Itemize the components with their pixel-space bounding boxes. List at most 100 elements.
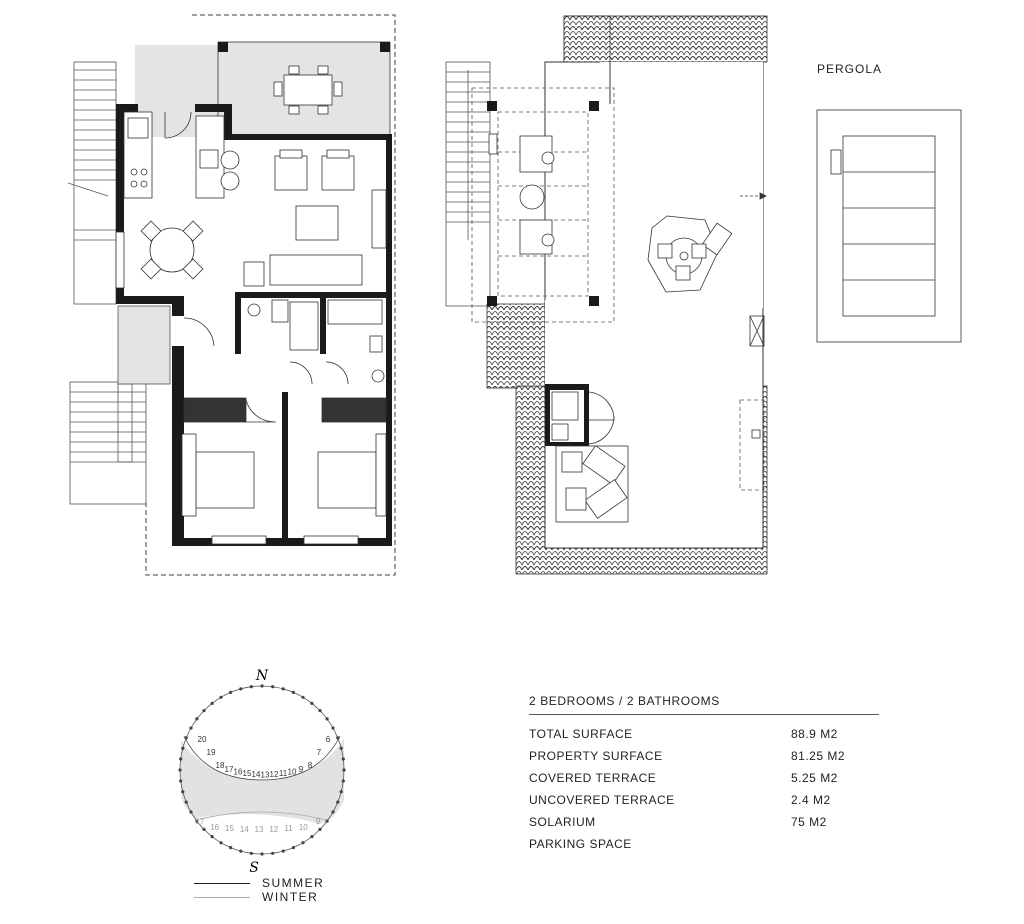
- sun-ring-dot: [260, 852, 264, 856]
- hour-label: 18: [216, 761, 225, 770]
- spec-label: COVERED TERRACE: [529, 771, 657, 785]
- sun-legend: SUMMER WINTER: [194, 876, 324, 904]
- spec-value: 2.4 M2: [791, 793, 831, 807]
- sun-ring-dot: [291, 846, 295, 850]
- sun-ring-dot: [181, 790, 185, 794]
- legend-winter: WINTER: [194, 890, 324, 904]
- sun-ring-dot: [239, 687, 243, 691]
- hour-label: 12: [270, 770, 279, 779]
- summer-winter-band: [180, 738, 344, 824]
- legend-summer: SUMMER: [194, 876, 324, 890]
- solarium-plan: [445, 15, 962, 575]
- spec-value: 75 M2: [791, 815, 827, 829]
- hour-label: 14: [252, 770, 261, 779]
- sun-ring-dot: [249, 851, 253, 855]
- hour-label: 9: [316, 817, 321, 826]
- sun-ring-dot: [325, 717, 329, 721]
- sun-ring-dot: [219, 695, 223, 699]
- hour-label: 15: [225, 824, 234, 833]
- hour-label: 17: [225, 765, 234, 774]
- sun-ring-dot: [210, 835, 214, 839]
- hour-label: 16: [210, 823, 219, 832]
- hour-label: 17: [196, 817, 205, 826]
- sun-ring-dot: [249, 685, 253, 689]
- sun-ring-dot: [179, 757, 183, 761]
- sun-ring-dot: [202, 827, 206, 832]
- legend-winter-label: WINTER: [262, 890, 319, 904]
- spec-label: TOTAL SURFACE: [529, 727, 633, 741]
- sun-ring-dot: [271, 851, 275, 855]
- bedrooms: [181, 317, 387, 545]
- shower-point: [740, 192, 767, 347]
- dining-set: [140, 220, 204, 280]
- pergola-detail: [816, 109, 962, 343]
- sun-ring-dot: [229, 690, 233, 695]
- roof-tiles-mid: [486, 303, 546, 389]
- spec-row: PARKING SPACE: [529, 833, 879, 855]
- left-staircase: [67, 61, 117, 305]
- entry-landing: [117, 305, 171, 385]
- laundry-room: [545, 384, 615, 446]
- pergola-title: PERGOLA: [817, 62, 883, 76]
- sun-ring-dot: [301, 695, 305, 699]
- hour-label: 16: [234, 767, 243, 776]
- hour-label: 6: [326, 735, 331, 744]
- sun-ring-dot: [202, 709, 206, 713]
- sun-ring-dot: [318, 709, 322, 713]
- hour-label: 9: [299, 765, 304, 774]
- sun-ring-dot: [339, 790, 343, 794]
- kitchen: [123, 111, 240, 199]
- solarium-staircase: [445, 61, 491, 307]
- hour-label: 20: [198, 735, 207, 744]
- spec-heading: 2 BEDROOMS / 2 BATHROOMS: [529, 694, 879, 715]
- spec-row: SOLARIUM 75 M2: [529, 811, 879, 833]
- hour-label: 14: [240, 825, 249, 834]
- sun-ring-dot: [210, 701, 214, 706]
- spec-value: [791, 833, 879, 855]
- hour-label: 10: [288, 767, 297, 776]
- living-room: [115, 149, 387, 289]
- summer-line: [194, 882, 250, 884]
- sun-ring-dot: [331, 810, 335, 814]
- spec-label: PARKING SPACE: [529, 837, 632, 851]
- barbecue-area: [739, 399, 765, 491]
- winter-line: [194, 896, 250, 898]
- sun-ring-dot: [339, 746, 343, 750]
- sun-ring-dot: [184, 800, 188, 804]
- north-label: N: [255, 668, 269, 684]
- sun-ring-dot: [291, 690, 295, 695]
- terrace-dining-table: [273, 65, 343, 115]
- sun-ring-dot: [189, 726, 193, 730]
- sun-ring-dot: [189, 810, 193, 814]
- south-label: S: [249, 860, 259, 876]
- sun-ring-dot: [260, 684, 264, 688]
- sun-ring-dot: [301, 841, 305, 845]
- sun-ring-dot: [281, 849, 285, 853]
- spec-value: 81.25 M2: [791, 749, 846, 763]
- hour-label: 7: [317, 748, 322, 757]
- sun-ring-dot: [219, 841, 223, 845]
- hour-label: 10: [299, 823, 308, 832]
- hour-label: 11: [279, 769, 288, 778]
- sun-ring-dot: [336, 800, 340, 804]
- sun-ring-dot: [179, 779, 183, 783]
- hour-label: 19: [207, 748, 216, 757]
- sun-loungers: [488, 133, 555, 255]
- ground-floor-plan: [67, 14, 396, 576]
- hexagonal-table: [647, 215, 733, 293]
- sun-ring-dot: [271, 685, 275, 689]
- hour-label: 13: [255, 825, 264, 834]
- hour-label: 8: [308, 761, 313, 770]
- spec-label: SOLARIUM: [529, 815, 596, 829]
- hour-label: 11: [284, 824, 293, 833]
- exterior-walls: [116, 104, 392, 546]
- sun-ring-dot: [341, 779, 345, 783]
